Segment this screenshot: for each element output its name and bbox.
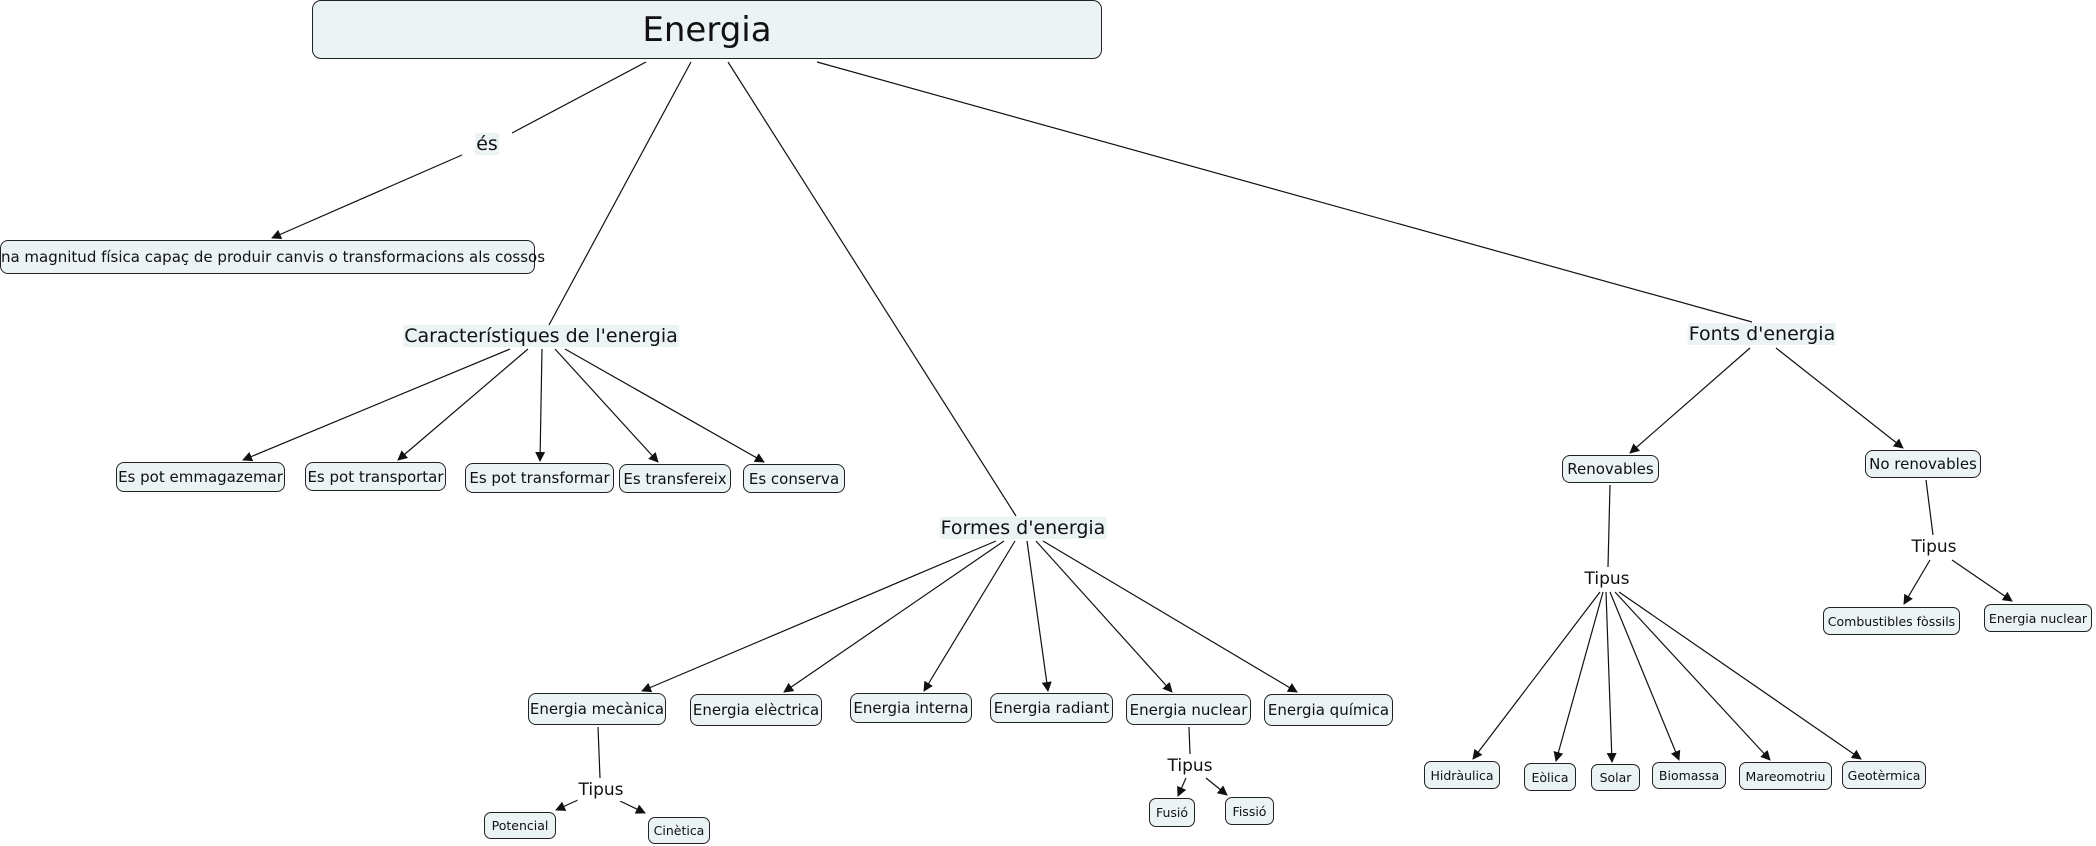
arrow-line (641, 540, 997, 693)
nonrenewable-type-node[interactable]: Energia nuclear (1984, 604, 2092, 632)
renewable-type-node[interactable]: Solar (1591, 764, 1640, 791)
arrow-line (1205, 777, 1228, 796)
link-label-sources[interactable]: Fonts d'energia (1687, 323, 1837, 345)
nuclear-type-node[interactable]: Fissió (1225, 797, 1274, 825)
arrow-line (1472, 591, 1601, 760)
arrow-line (397, 348, 529, 461)
arrow-line (923, 540, 1016, 692)
arrow-line (554, 348, 659, 463)
connector-line (1188, 726, 1191, 755)
arrow-line (1026, 540, 1052, 692)
arrow-line (1609, 591, 1681, 761)
characteristic-node[interactable]: Es pot transformar (465, 463, 614, 493)
renewable-type-node[interactable]: Geotèrmica (1842, 761, 1926, 789)
arrow-line (1035, 540, 1173, 693)
connector-line (548, 61, 692, 326)
connector-line (727, 61, 1017, 517)
source-node-renewable[interactable]: Renovables (1562, 455, 1659, 483)
characteristic-node[interactable]: Es conserva (743, 464, 845, 493)
source-node-nonrenewable[interactable]: No renovables (1865, 450, 1981, 478)
characteristic-node[interactable]: Es pot emmagazemar (116, 462, 285, 492)
arrow-line (1605, 591, 1617, 763)
connector-line (511, 61, 647, 134)
link-label-characteristics[interactable]: Característiques de l'energia (403, 325, 679, 347)
form-node[interactable]: Energia química (1264, 694, 1393, 726)
arrow-line (271, 154, 463, 239)
arrow-line (619, 800, 646, 814)
arrow-line (1618, 591, 1862, 760)
link-label-types-nuclear[interactable]: Tipus (1166, 755, 1214, 777)
form-node[interactable]: Energia radiant (990, 693, 1113, 723)
connector-line (1925, 479, 1934, 536)
form-node[interactable]: Energia elèctrica (690, 694, 822, 726)
arrow-line (555, 799, 579, 811)
link-label-types-renewable[interactable]: Tipus (1583, 568, 1631, 590)
connector-line (816, 61, 1753, 323)
arrow-line (242, 348, 511, 462)
renewable-type-node[interactable]: Biomassa (1652, 762, 1726, 789)
definition-node[interactable]: Una magnitud física capaç de produir can… (0, 240, 545, 274)
connector-line (597, 726, 601, 779)
characteristic-node[interactable]: Es pot transportar (305, 462, 446, 491)
nuclear-type-node[interactable]: Fusió (1149, 798, 1195, 827)
arrow-line (564, 348, 765, 463)
root-concept-energia[interactable]: Energia (312, 0, 1102, 59)
connector-line (1607, 484, 1611, 568)
renewable-type-node[interactable]: Hidràulica (1424, 761, 1500, 789)
arrow-line (1629, 347, 1751, 454)
renewable-type-node[interactable]: Eòlica (1524, 763, 1576, 791)
arrow-line (1951, 559, 2013, 602)
arrow-line (535, 348, 546, 462)
mechanical-type-node[interactable]: Cinètica (648, 817, 710, 844)
arrow-line (1614, 591, 1771, 761)
characteristic-node[interactable]: Es transfereix (619, 464, 731, 493)
nonrenewable-type-node[interactable]: Combustibles fòssils (1823, 607, 1960, 635)
form-node[interactable]: Energia nuclear (1126, 694, 1251, 725)
link-label-forms[interactable]: Formes d'energia (939, 517, 1107, 539)
form-node[interactable]: Energia interna (850, 693, 972, 723)
arrow-line (1177, 777, 1187, 797)
link-label-types-nonrenewable[interactable]: Tipus (1910, 536, 1958, 558)
link-label-types-mechanical[interactable]: Tipus (577, 779, 625, 801)
arrow-line (1775, 347, 1904, 449)
link-label-es[interactable]: és (475, 133, 499, 155)
arrow-line (1042, 540, 1298, 693)
mechanical-type-node[interactable]: Potencial (484, 812, 556, 839)
arrow-line (1903, 559, 1931, 605)
arrow-line (783, 540, 1005, 693)
renewable-type-node[interactable]: Mareomotriu (1739, 762, 1832, 790)
form-node[interactable]: Energia mecànica (528, 693, 666, 725)
arrow-line (1553, 591, 1604, 762)
